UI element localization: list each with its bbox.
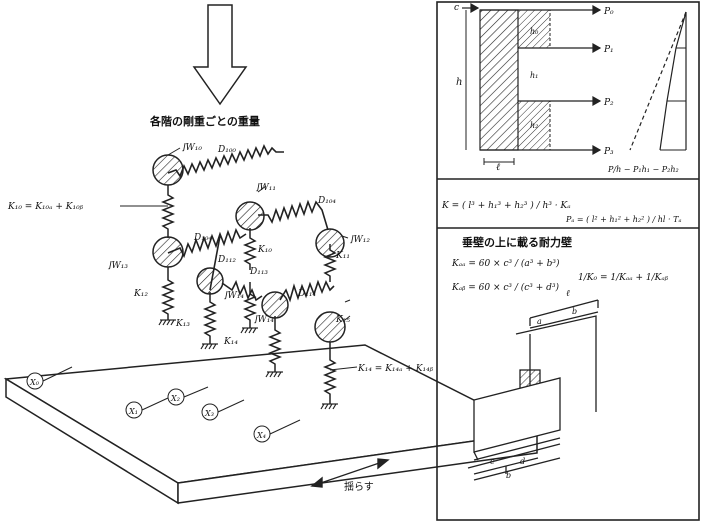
formula-p: Pₐ = ( l² + h₁² + h₂² ) / hl · Tₐ: [565, 215, 681, 224]
label-p2: P₂: [603, 98, 614, 108]
mass-node: [153, 237, 183, 267]
mass-node: [197, 268, 223, 294]
label-d113: D₁₁₃: [249, 267, 268, 277]
label-h1: h₁: [530, 71, 538, 80]
label-k12: K₁₂: [133, 289, 148, 299]
label-k13: K₁₃: [175, 319, 190, 329]
x-marker-label: X₀: [29, 378, 40, 387]
moment-equation: P/h − P₁h₁ − P₂h₂: [607, 165, 679, 174]
mass-node: [236, 202, 264, 230]
label-h2: h₂: [530, 121, 538, 130]
base-slab: [6, 345, 537, 503]
sketch-dim-b2: b: [506, 471, 511, 480]
label-k11: K₁₁: [335, 251, 350, 261]
formula-k: K = ( l³ + h₁³ + h₂³ ) / h³ · Kₐ: [441, 200, 571, 211]
wall-elevation: [462, 4, 686, 165]
equation-kab: Kₐᵦ = 60 × c³ / (c³ + d³): [451, 282, 560, 293]
label-h0: h₀: [530, 27, 539, 36]
shake-label: 揺らす: [344, 481, 374, 493]
label-w11: ⌋W₁₁: [255, 182, 276, 193]
label-k14: K₁₄: [223, 337, 238, 347]
label-w14b: ⌋W₁₄: [253, 314, 274, 325]
x-marker-label: X₄: [256, 431, 266, 440]
label-p1: P₁: [603, 45, 614, 55]
x-marker-label: X₁: [128, 407, 138, 416]
label-d104b: D₁₀₄: [193, 233, 212, 243]
x-marker-label: X₂: [170, 394, 180, 403]
mass-node: [153, 155, 183, 185]
label-p3: P₃: [603, 147, 614, 157]
x-marker-label: X₃: [204, 409, 214, 418]
sketch-dim-l: ℓ: [566, 289, 570, 299]
equation-k0: 1/K₀ = 1/Kₐₐ + 1/Kₐᵦ: [578, 273, 669, 283]
label-d104: D₁₀₄: [317, 196, 336, 206]
label-w12: ⌋W₁₂: [349, 234, 370, 245]
label-k10: K₁₀: [257, 245, 272, 255]
right-panel: c h ℓ h₀ h₁ h₂ P₀ P₁ P₂ P₃ P/h − P₁h₁ − …: [437, 2, 699, 520]
label-d112: D₁₁₂: [217, 255, 236, 265]
label-w13: ⌋W₁₃: [107, 260, 128, 271]
label-k-total: K₁₀ = K₁₀ₐ + K₁₀ᵦ: [7, 202, 84, 212]
label-d100: D₁₀₀: [217, 145, 236, 155]
down-arrow-icon: [194, 5, 246, 104]
equation-kaa: Kₐₐ = 60 × c³ / (a³ + b³): [451, 258, 560, 269]
sketch-dim-c: c: [490, 457, 495, 466]
sketch-dim-b: b: [572, 307, 577, 316]
label-l: ℓ: [496, 162, 500, 173]
label-c: c: [454, 3, 459, 13]
mass-nodes: [153, 155, 345, 342]
bearing-wall-heading: 垂壁の上に載る耐力壁: [462, 235, 572, 249]
floor-weight-heading: 各階の剛重ごとの重量: [149, 114, 260, 128]
label-w14: ⌋W₁₄: [223, 290, 244, 301]
label-h: h: [456, 77, 462, 88]
label-k15: K₁₅: [335, 315, 350, 325]
sketch-dim-a: a: [537, 317, 542, 326]
sketch-dim-d: d: [520, 457, 525, 466]
label-d114: D₁₁₄: [297, 289, 316, 299]
label-p0: P₀: [603, 7, 614, 17]
label-k-right: K₁₄ = K₁₄ₐ + K₁₄ᵦ: [357, 364, 434, 374]
label-w10: ⌋W₁₀: [181, 142, 202, 153]
